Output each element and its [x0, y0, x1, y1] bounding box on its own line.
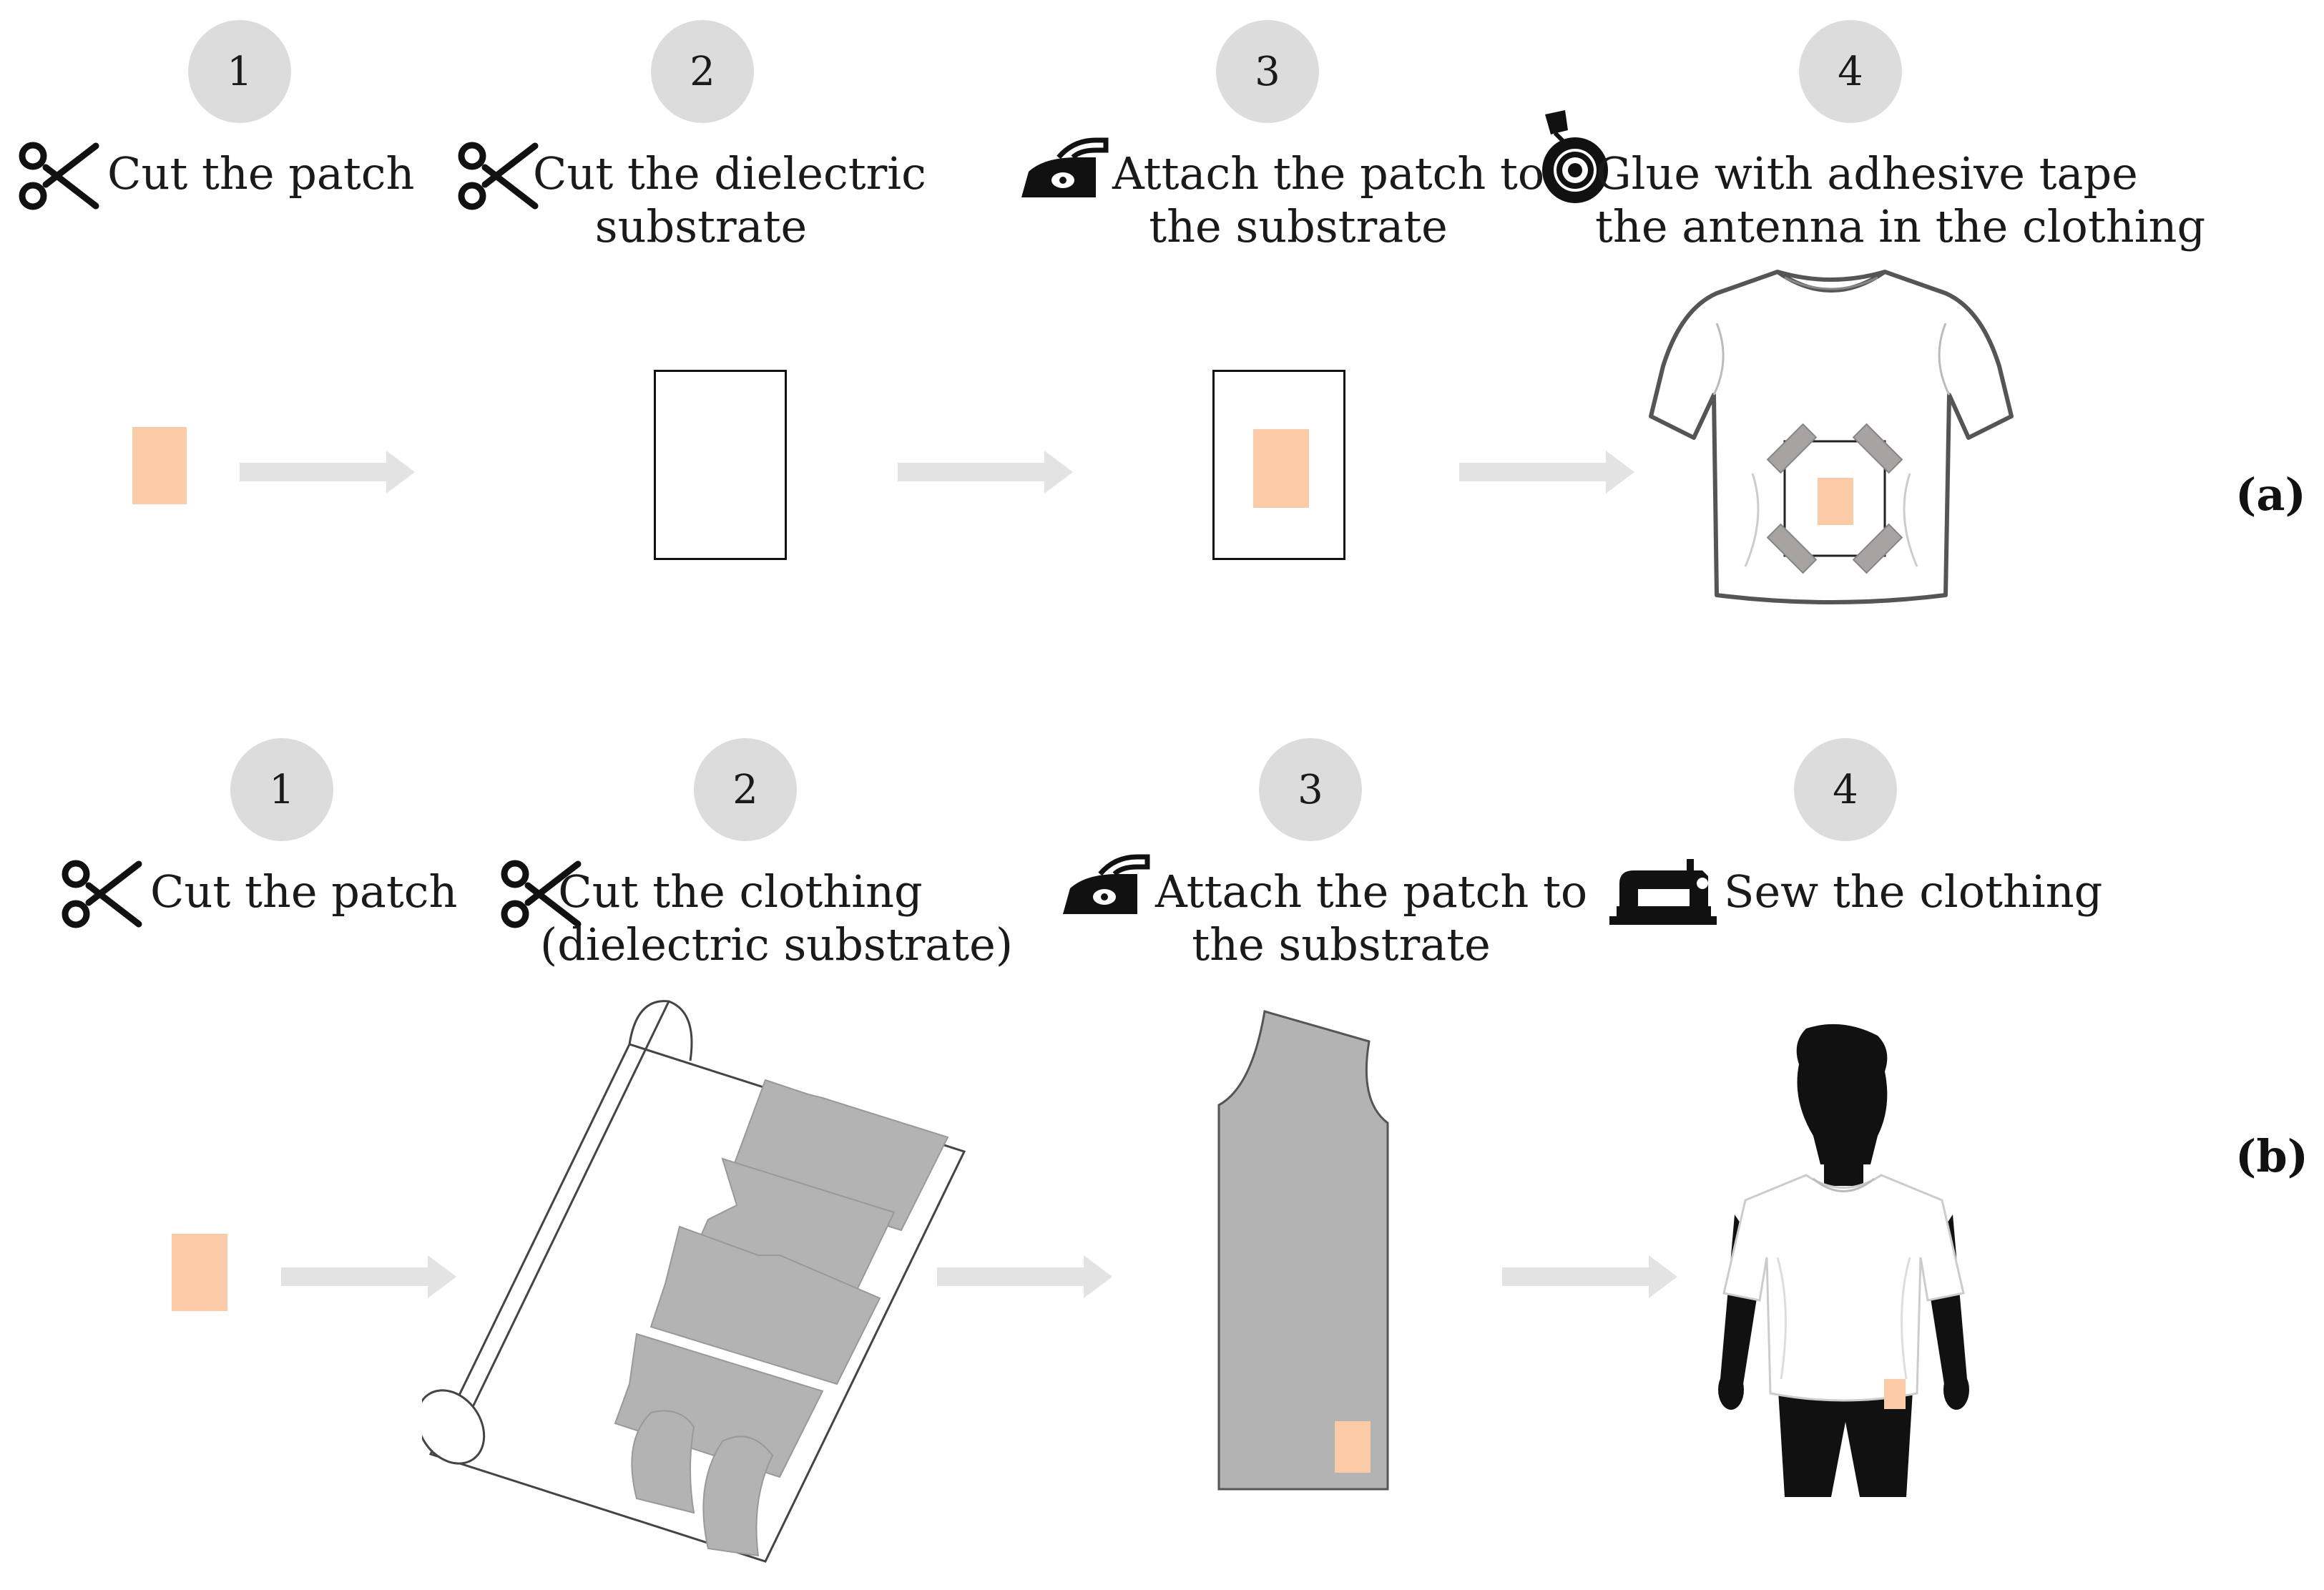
- step-number: 3: [1255, 48, 1280, 95]
- step-label-line: Glue with adhesive tape: [1596, 147, 2138, 200]
- shirt-panel-piece: [1217, 1010, 1389, 1491]
- tshirt-icon: [1649, 270, 2014, 604]
- step-number-circle: 4: [1799, 20, 1902, 123]
- step-label-line: Cut the dielectric: [533, 147, 926, 200]
- step-label-line: Cut the patch: [150, 865, 458, 918]
- antenna-patch: [1335, 1421, 1371, 1473]
- step-label-line: Sew the clothing: [1724, 865, 2103, 918]
- step-number: 2: [732, 766, 758, 813]
- scissors-icon: [501, 860, 582, 928]
- arrow-right-icon: [240, 451, 415, 494]
- scissors-icon: [19, 142, 99, 210]
- substrate-outline: [1783, 440, 1886, 557]
- step-label-line: the substrate: [1192, 918, 1491, 971]
- step-label-line: Cut the patch: [107, 147, 415, 200]
- step-label: Cut the patch: [150, 865, 457, 918]
- antenna-patch: [1253, 429, 1309, 508]
- step-number: 4: [1833, 766, 1858, 813]
- antenna-patch: [172, 1234, 227, 1311]
- scissors-icon: [458, 142, 539, 210]
- step-number: 4: [1838, 48, 1863, 95]
- step-number-circle: 3: [1216, 20, 1319, 123]
- iron-icon: [1063, 854, 1150, 914]
- arrow-right-icon: [937, 1255, 1112, 1298]
- step-number-circle: 3: [1259, 738, 1362, 841]
- step-label: Attach the patch to the substrate: [1112, 147, 1545, 253]
- scissors-icon: [62, 860, 142, 928]
- step-label-line: Attach the patch to: [1112, 147, 1545, 200]
- step-label: Cut the dielectric substrate: [533, 147, 926, 253]
- step-label: Glue with adhesive tape the antenna in t…: [1595, 147, 2206, 253]
- step-label-line: substrate: [594, 200, 808, 252]
- step-number-circle: 1: [188, 20, 291, 123]
- step-label-line: (dielectric substrate): [540, 918, 1014, 971]
- step-label: Cut the clothing (dielectric substrate): [540, 865, 1014, 971]
- step-number: 3: [1298, 766, 1323, 813]
- step-label: Cut the patch: [107, 147, 414, 200]
- substrate-with-patch: [1212, 370, 1345, 560]
- man-silhouette-icon: [1718, 1024, 1969, 1497]
- step-number-circle: 2: [694, 738, 797, 841]
- antenna-patch: [1884, 1379, 1906, 1409]
- arrow-right-icon: [1502, 1255, 1677, 1298]
- panel-label: (a): [2235, 468, 2306, 521]
- arrow-right-icon: [898, 451, 1073, 494]
- dielectric-substrate: [654, 370, 787, 560]
- panel-label: (b): [2235, 1130, 2309, 1182]
- sewing-machine-icon: [1609, 859, 1717, 925]
- step-number-circle: 1: [230, 738, 333, 841]
- antenna-patch: [1818, 478, 1853, 525]
- tape-roll-icon: [1542, 110, 1608, 203]
- step-label-line: Attach the patch to: [1155, 865, 1588, 918]
- step-number: 2: [690, 48, 715, 95]
- step-label-line: the substrate: [1149, 200, 1448, 252]
- step-number-circle: 2: [651, 20, 754, 123]
- step-label: Attach the patch to the substrate: [1155, 865, 1588, 971]
- arrow-right-icon: [281, 1255, 456, 1298]
- iron-icon: [1021, 137, 1109, 197]
- step-number: 1: [269, 766, 295, 813]
- step-label-line: Cut the clothing: [558, 865, 923, 918]
- step-label-line: the antenna in the clothing: [1595, 200, 2206, 252]
- arrow-right-icon: [1459, 451, 1634, 494]
- step-number-circle: 4: [1794, 738, 1897, 841]
- fabric-roll-icon: [422, 1000, 966, 1563]
- step-label: Sew the clothing: [1724, 865, 2102, 918]
- step-number: 1: [227, 48, 252, 95]
- antenna-patch: [132, 427, 187, 504]
